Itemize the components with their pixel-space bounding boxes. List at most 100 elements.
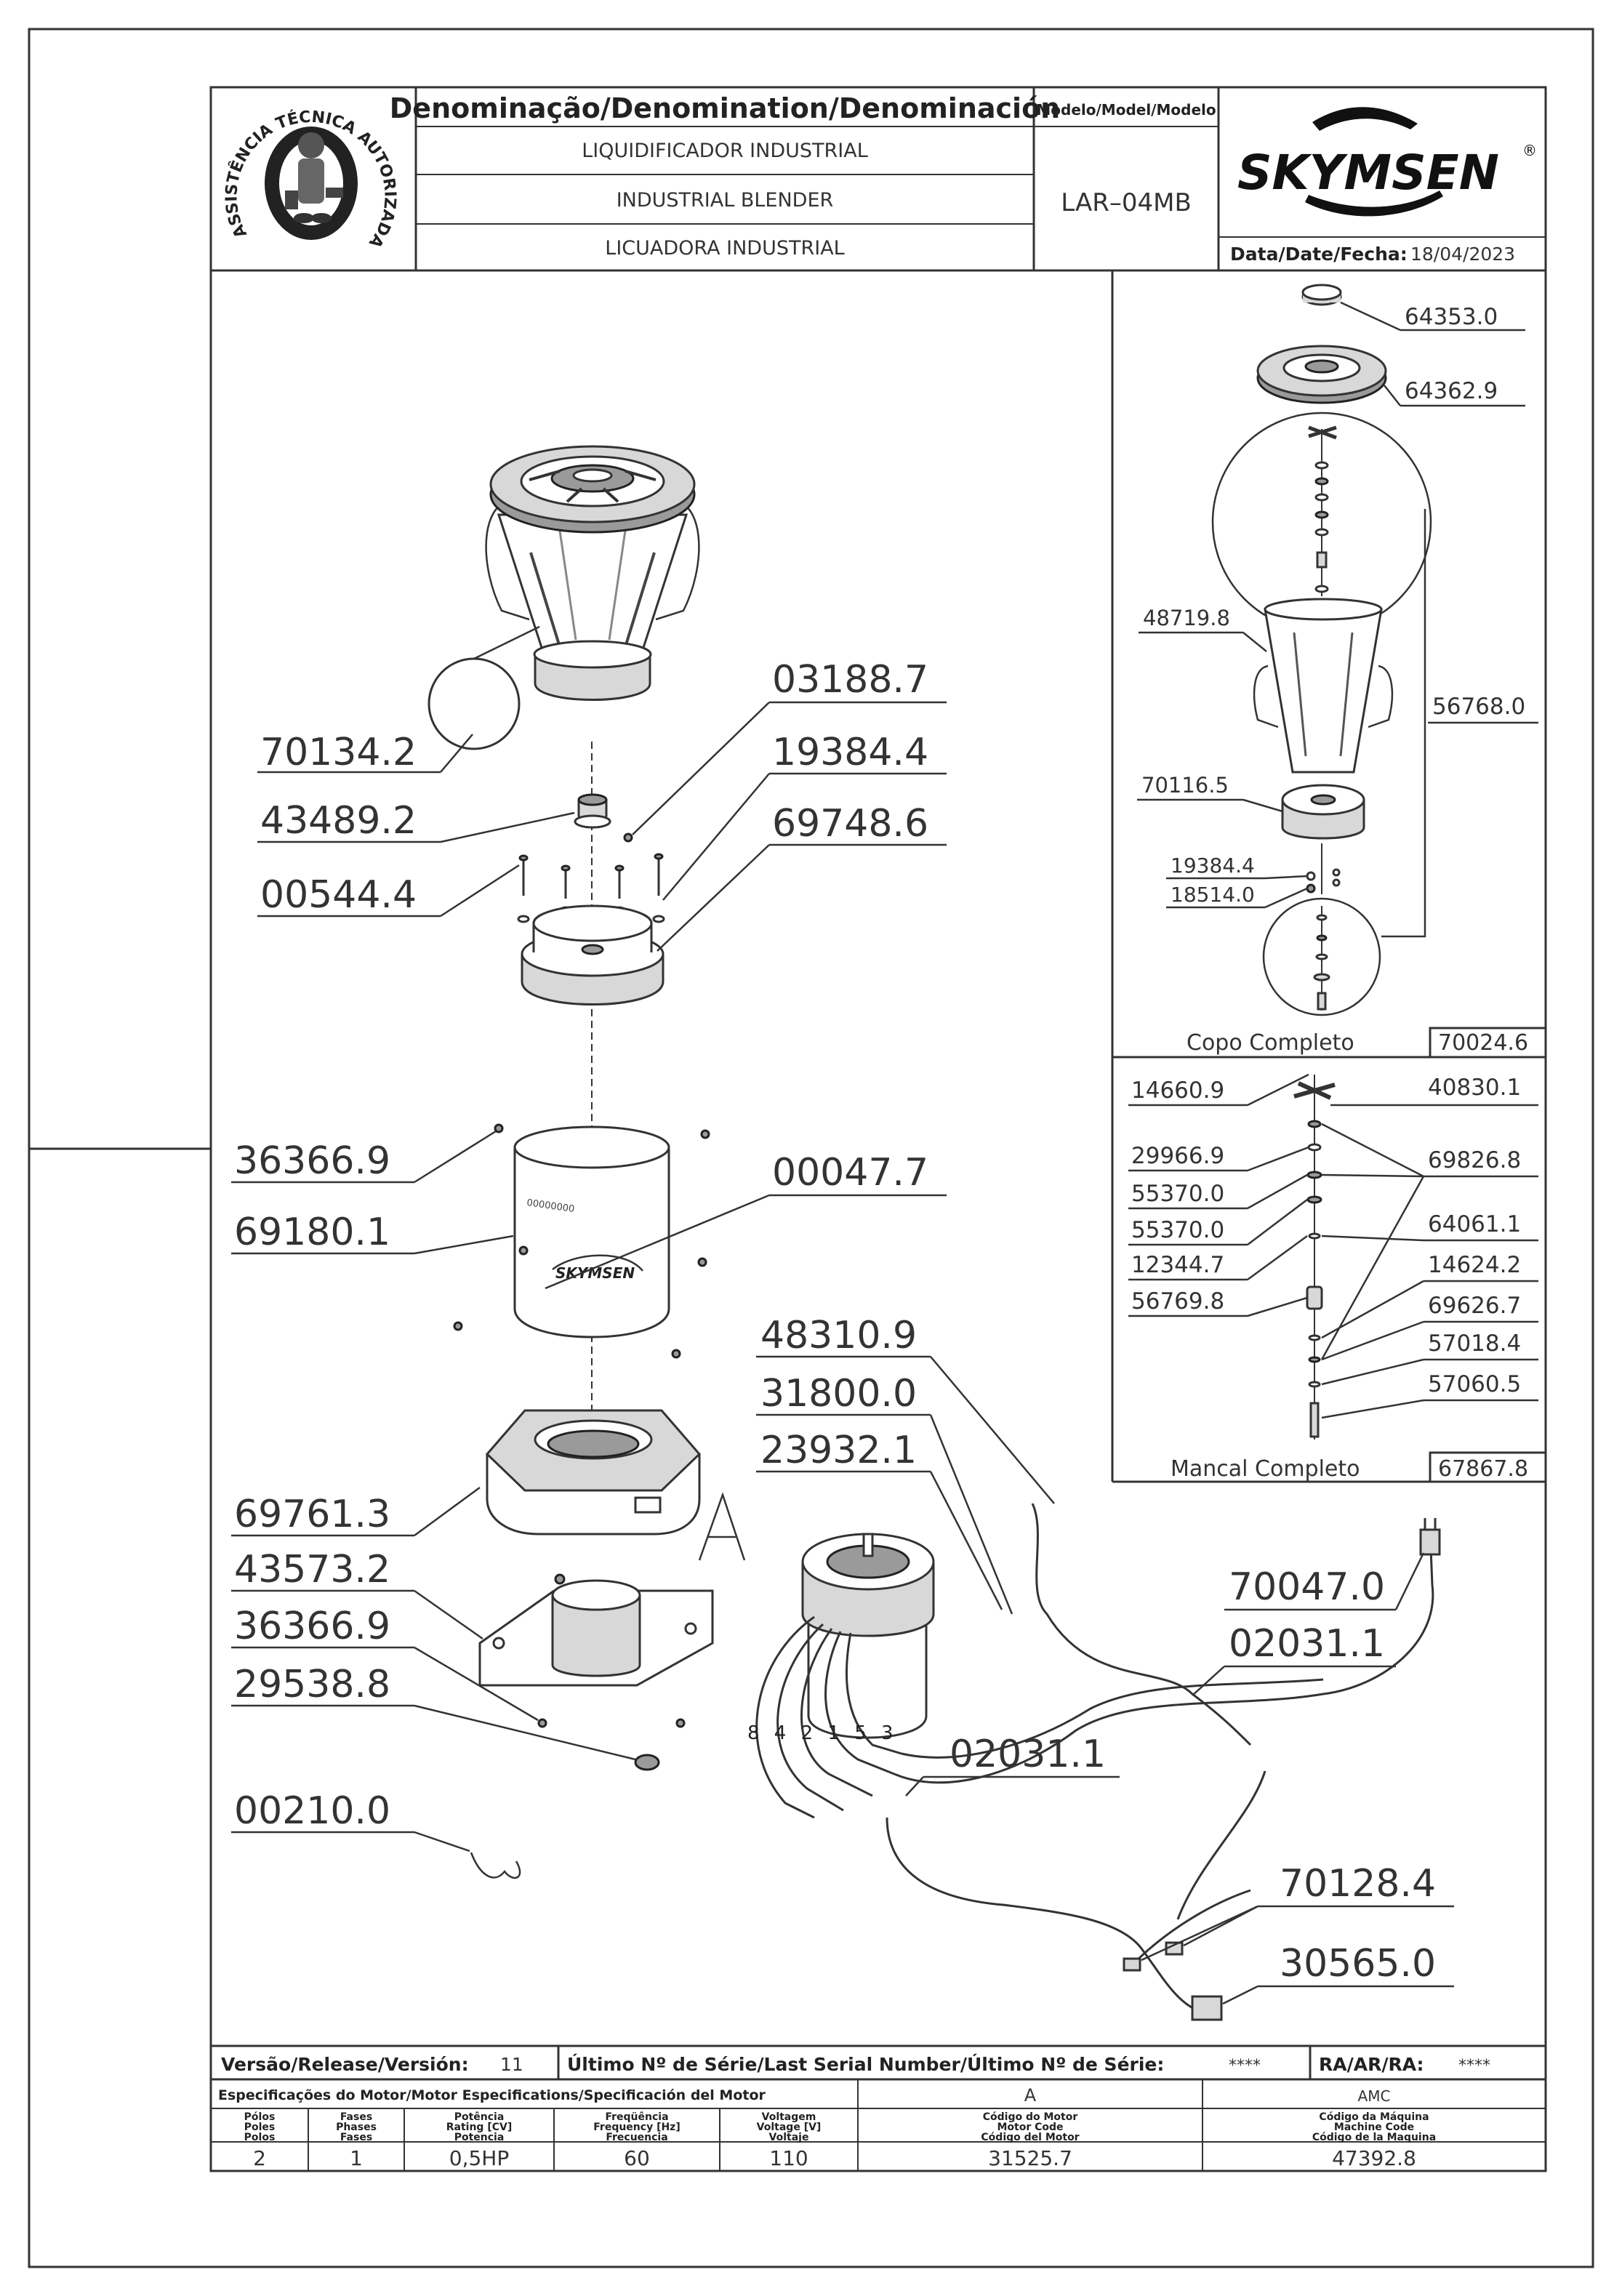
hdr-voltage-1: Voltagem xyxy=(762,2111,816,2123)
val-rating: 0,5HP xyxy=(449,2146,509,2170)
release-label: Versão/Release/Versión: xyxy=(221,2054,469,2075)
val-phases: 1 xyxy=(350,2146,363,2170)
hdr-rating-3: Potencia xyxy=(454,2132,505,2143)
serial-value: **** xyxy=(1229,2057,1261,2075)
label-69761: 69761.3 xyxy=(234,1493,390,1536)
hdr-motor-code-2: Motor Code xyxy=(997,2122,1063,2133)
label-43573: 43573.2 xyxy=(234,1548,390,1591)
copo-labels: 64353.0 64362.9 48719.8 56768.0 70116.5 … xyxy=(1137,301,1538,1056)
label-57060: 57060.5 xyxy=(1428,1371,1521,1397)
label-69626: 69626.7 xyxy=(1428,1293,1521,1319)
hdr-phases-1: Fases xyxy=(340,2111,372,2123)
blade-base-part xyxy=(521,904,665,1005)
val-poles: 2 xyxy=(253,2146,266,2170)
power-cable xyxy=(886,1503,1441,2021)
screw-small-3 xyxy=(1332,878,1341,887)
label-02031-b: 02031.1 xyxy=(949,1733,1106,1776)
jar-part xyxy=(1253,598,1394,774)
label-19384: 19384.4 xyxy=(772,731,928,774)
label-43489: 43489.2 xyxy=(260,799,417,843)
blade-stack xyxy=(1308,425,1337,596)
hdr-freq-2: Frequency [Hz] xyxy=(593,2122,680,2133)
label-29966: 29966.9 xyxy=(1131,1143,1224,1169)
mancal-labels: 14660.9 40830.1 29966.9 69826.8 55370.0 … xyxy=(1128,1073,1538,1482)
label-70128: 70128.4 xyxy=(1280,1862,1436,1906)
plate-screw-b xyxy=(675,1718,686,1728)
bearing-stack-small xyxy=(1313,906,1330,1011)
cable-clip-part xyxy=(470,1852,521,1879)
product-name-pt: LIQUIDIFICADOR INDUSTRIAL xyxy=(582,140,868,162)
product-name-en: INDUSTRIAL BLENDER xyxy=(617,189,834,212)
lid-cap-part xyxy=(1301,284,1342,306)
hdr-voltage-2: Voltage [V] xyxy=(757,2122,822,2133)
ra-label: RA/AR/RA: xyxy=(1319,2054,1424,2075)
motor-ref-letter-a xyxy=(698,1492,746,1561)
exploded-view: 00000000 SKYMSEN xyxy=(427,445,1441,2021)
skymsen-logo: SKYMSEN ® xyxy=(1237,107,1537,217)
assistance-seal: ASSISTÊNCIA TÉCNICA AUTORIZADA xyxy=(222,108,398,251)
housing-cylinder-part: 00000000 SKYMSEN xyxy=(513,1125,670,1338)
hdr-freq-1: Freqüência xyxy=(605,2111,668,2123)
label-64362: 64362.9 xyxy=(1405,378,1498,404)
label-18514: 18514.0 xyxy=(1171,883,1255,907)
val-voltage: 110 xyxy=(769,2146,808,2170)
hdr-machine-code-2: Machine Code xyxy=(1334,2122,1414,2133)
mancal-completo-title: Mancal Completo xyxy=(1171,1456,1360,1482)
screw-small xyxy=(1306,871,1316,881)
label-70047: 70047.0 xyxy=(1229,1565,1385,1609)
hdr-machine-code-3: Código de la Maquina xyxy=(1312,2132,1436,2143)
label-00544: 00544.4 xyxy=(260,873,417,917)
label-56768: 56768.0 xyxy=(1432,694,1525,720)
label-56769: 56769.8 xyxy=(1131,1288,1224,1314)
switch-connector-part xyxy=(1191,1995,1223,2021)
label-40830: 40830.1 xyxy=(1428,1075,1521,1101)
rubber-foot-part xyxy=(634,1754,660,1771)
screw-small-2 xyxy=(1332,868,1341,877)
motor-base-part xyxy=(485,1409,702,1536)
hdr-phases-3: Fases xyxy=(340,2132,372,2143)
main-labels: 70134.2 43489.2 00544.4 03188.7 19384.4 … xyxy=(231,625,1454,2005)
label-48719: 48719.8 xyxy=(1143,606,1230,630)
label-00210: 00210.0 xyxy=(234,1789,390,1833)
label-23932: 23932.1 xyxy=(760,1429,917,1472)
hdr-rating-2: Rating [CV] xyxy=(446,2122,513,2133)
amc-label: AMC xyxy=(1358,2087,1391,2105)
val-machine-code: 47392.8 xyxy=(1332,2146,1416,2170)
label-69826: 69826.8 xyxy=(1428,1147,1521,1173)
label-29538: 29538.8 xyxy=(234,1663,390,1706)
label-19384-copo: 19384.4 xyxy=(1171,854,1255,878)
assembly-bracket xyxy=(1381,509,1426,938)
label-30565: 30565.0 xyxy=(1280,1942,1436,1986)
copo-completo-code: 70024.6 xyxy=(1438,1030,1528,1056)
label-64353: 64353.0 xyxy=(1405,304,1498,330)
label-36366-a: 36366.9 xyxy=(234,1139,390,1183)
housing-screws xyxy=(453,1123,710,1359)
label-36366-b: 36366.9 xyxy=(234,1605,390,1648)
label-55370-a: 55370.0 xyxy=(1131,1181,1224,1207)
model-value: LAR–04MB xyxy=(1061,188,1192,217)
hdr-motor-code-1: Código do Motor xyxy=(983,2111,1078,2123)
mancal-completo-panel: 14660.9 40830.1 29966.9 69826.8 55370.0 … xyxy=(1128,1073,1538,1482)
drawing-frame xyxy=(209,86,1547,2172)
title-block: Denominação/Denomination/Denominación LI… xyxy=(211,87,1546,272)
model-label: Modelo/Model/Modelo xyxy=(1036,101,1216,119)
brand-name: SKYMSEN xyxy=(1237,145,1499,201)
wire-numbers: 8 4 2 1 5 3 xyxy=(747,1722,898,1744)
hdr-poles-2: Poles xyxy=(244,2122,276,2133)
motor-ref-text: A xyxy=(718,1562,719,1564)
label-03188: 03188.7 xyxy=(772,658,928,702)
copo-completo-title: Copo Completo xyxy=(1187,1030,1354,1056)
detail-circle-bearing xyxy=(1262,897,1381,1016)
jar-base-part xyxy=(1281,784,1365,840)
label-70116: 70116.5 xyxy=(1141,773,1229,798)
lid-part xyxy=(1256,345,1387,404)
terminal-connector-a xyxy=(1123,1957,1141,1972)
jar-assembly-part xyxy=(485,445,700,701)
release-value: 11 xyxy=(500,2054,523,2075)
mancal-completo-code: 67867.8 xyxy=(1438,1456,1528,1482)
val-frequency: 60 xyxy=(624,2146,650,2170)
hdr-poles-1: Pólos xyxy=(244,2111,276,2123)
denomination-title: Denominação/Denomination/Denominación xyxy=(390,92,1060,124)
copo-code-box xyxy=(1429,1027,1547,1059)
